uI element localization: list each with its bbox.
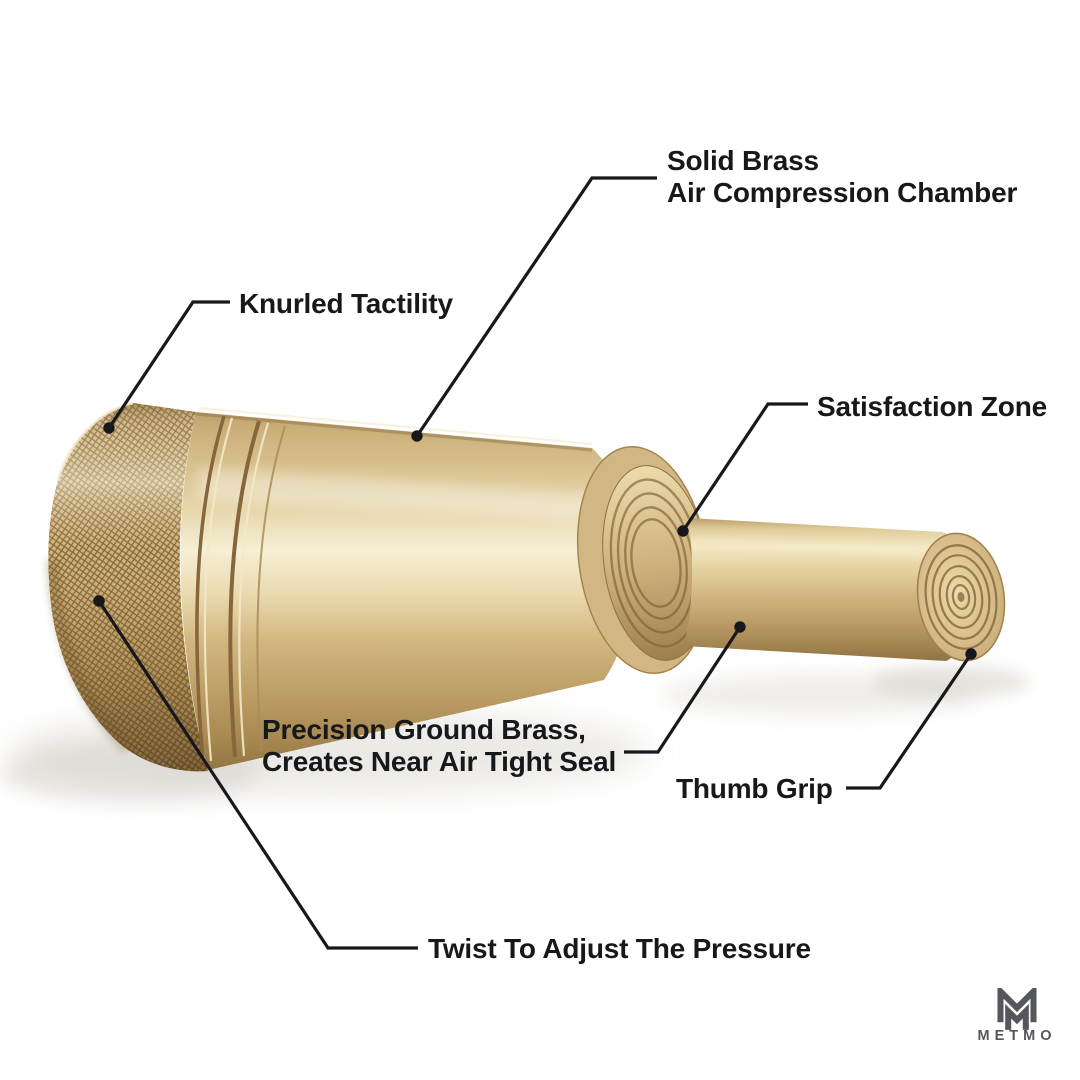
satisfaction-zone-collar [576,446,710,674]
knurled-grip-cap [46,401,209,772]
callout-line-twist-adjust-pressure [97,600,418,950]
callout-dot-satisfaction-zone [677,525,689,537]
label-line: Satisfaction Zone [817,391,1047,422]
thumb-grip-end [916,532,1006,662]
callout-label-precision-ground-brass: Precision Ground Brass, Creates Near Air… [262,714,616,778]
adjustment-groove-rings [195,415,286,763]
callout-dot-precision-ground-brass [734,621,746,633]
callout-label-twist-adjust-pressure: Twist To Adjust The Pressure [428,933,811,965]
label-line: Twist To Adjust The Pressure [428,933,811,964]
label-line: Knurled Tactility [239,288,453,319]
callout-label-knurled-tactility: Knurled Tactility [239,288,453,320]
callout-dot-knurled-tactility [103,422,115,434]
metmo-wordmark: METMO [977,1028,1057,1044]
callout-line-solid-brass-chamber [415,176,657,437]
label-line: Thumb Grip [676,773,833,804]
piston-rod [684,518,968,661]
callout-dot-thumb-grip [965,648,977,660]
callout-line-satisfaction-zone [681,402,808,532]
label-line: Precision Ground Brass, [262,714,586,745]
label-line: Creates Near Air Tight Seal [262,746,617,777]
compression-chamber-body [180,407,634,770]
callout-line-knurled-tactility [107,300,230,429]
label-line: Solid Brass [667,145,819,176]
callout-label-thumb-grip: Thumb Grip [676,773,833,805]
callout-line-thumb-grip [846,653,973,790]
callout-dot-twist-adjust-pressure [93,595,105,607]
metmo-logo-mark [997,988,1037,1030]
label-line: Air Compression Chamber [667,177,1018,208]
callout-dot-solid-brass-chamber [411,430,423,442]
callout-label-satisfaction-zone: Satisfaction Zone [817,391,1047,423]
callout-line-precision-ground-brass [624,626,742,754]
callout-label-solid-brass-chamber: Solid Brass Air Compression Chamber [667,145,1017,209]
